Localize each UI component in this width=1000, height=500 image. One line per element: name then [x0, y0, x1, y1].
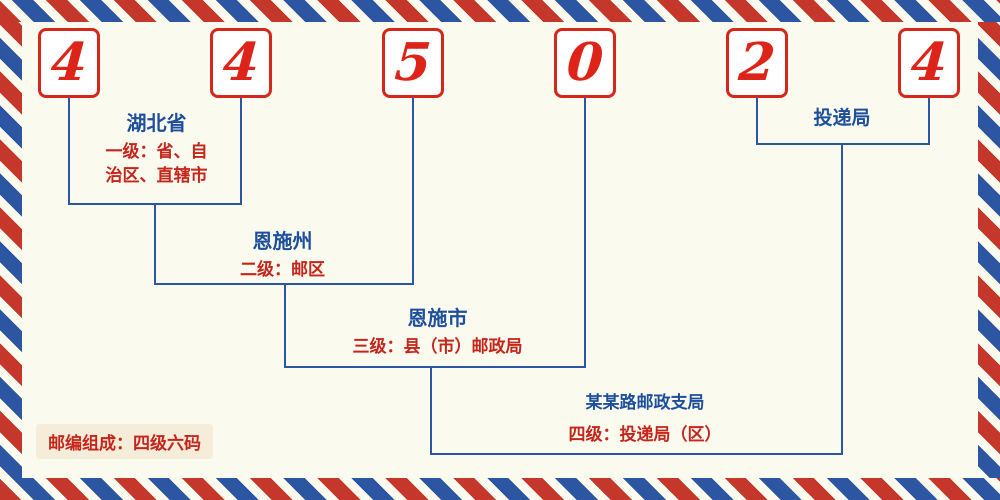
postal-digit-box-2: 4 — [210, 28, 272, 98]
province-level-desc-line2: 治区、直辖市 — [105, 165, 208, 186]
airmail-border-right — [978, 0, 1000, 500]
postal-digit-box-4: 0 — [554, 28, 616, 98]
connector-line-step2 — [284, 283, 286, 368]
postal-digit-4: 0 — [564, 32, 606, 93]
province-block: 湖北省 一级：省、自 治区、直辖市 — [64, 110, 249, 189]
connector-line-digit4-down — [584, 98, 586, 368]
postal-digit-box-6: 4 — [898, 28, 960, 98]
postal-code-composition-note: 邮编组成：四级六码 — [48, 434, 201, 454]
postal-digit-6: 4 — [908, 32, 950, 93]
postal-digit-5: 2 — [736, 32, 778, 93]
airmail-border-top — [0, 0, 1000, 22]
connector-line-digit6-down — [928, 98, 930, 145]
connector-line-digit5-down — [756, 98, 758, 145]
branch-block: 某某路邮政支局 四级：投递局（区） — [505, 392, 785, 448]
connector-line-digit2-down — [240, 98, 242, 205]
connector-line-digit1-down — [68, 98, 70, 205]
province-level-desc-line1: 一级：省、自 — [105, 142, 208, 162]
postal-digit-box-1: 4 — [38, 28, 100, 98]
prefecture-level-desc: 二级：邮区 — [240, 260, 325, 280]
prefecture-block: 恩施州 二级：邮区 — [175, 228, 390, 283]
connector-line-delivery-to-branch — [841, 143, 843, 455]
airmail-border-bottom — [0, 478, 1000, 500]
province-name-label: 湖北省 — [126, 111, 187, 135]
footer-note-box: 邮编组成：四级六码 — [36, 424, 213, 459]
connector-line-step3 — [430, 366, 432, 455]
connector-line-digit3-down — [412, 98, 414, 285]
connector-line-branch-bottom — [430, 453, 843, 455]
delivery-block: 投递局 — [758, 106, 926, 136]
postal-digit-box-3: 5 — [382, 28, 444, 98]
city-block: 恩施市 三级：县（市）邮政局 — [295, 305, 580, 360]
branch-name-label: 某某路邮政支局 — [585, 393, 705, 413]
branch-level-desc: 四级：投递局（区） — [568, 425, 722, 446]
city-name-label: 恩施市 — [407, 306, 468, 330]
connector-line-step1 — [154, 203, 156, 285]
postal-digit-1: 4 — [48, 32, 90, 93]
connector-line-delivery-bottom — [756, 143, 930, 145]
delivery-name-label: 投递局 — [813, 107, 871, 129]
airmail-border-left — [0, 0, 22, 500]
postal-digit-2: 4 — [220, 32, 262, 93]
prefecture-name-label: 恩施州 — [252, 229, 313, 253]
connector-line-city-bottom — [284, 366, 586, 368]
postal-digit-3: 5 — [392, 32, 434, 93]
city-level-desc: 三级：县（市）邮政局 — [352, 337, 523, 357]
postal-digit-box-5: 2 — [726, 28, 788, 98]
